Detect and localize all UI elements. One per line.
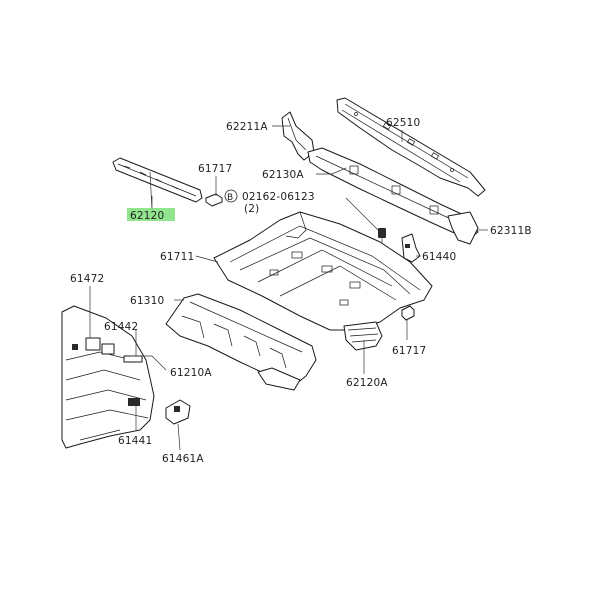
- label-61442[interactable]: 61442: [104, 321, 138, 333]
- label-62120[interactable]: 62120: [130, 210, 164, 222]
- cross-member-62130A[interactable]: [307, 147, 479, 245]
- plug-61717-bottom[interactable]: [401, 305, 415, 321]
- label-bolt-qty: (2): [244, 203, 259, 215]
- label-highlight-62120: [127, 208, 175, 221]
- label-61717-bottom[interactable]: 61717: [392, 345, 426, 357]
- label-62211A[interactable]: 62211A: [226, 121, 268, 133]
- label-61472[interactable]: 61472: [70, 273, 104, 285]
- label-62120A[interactable]: 62120A: [346, 377, 388, 389]
- cross-member-61310[interactable]: [165, 293, 317, 391]
- callout-labels: 62211A 62510 61717 62130A B 02162-06123 …: [70, 117, 532, 465]
- label-62130A[interactable]: 62130A: [262, 169, 304, 181]
- bolt-marker-letter: B: [227, 193, 233, 203]
- bracket-61440[interactable]: [401, 233, 421, 263]
- left-floor-assembly[interactable]: [61, 305, 155, 449]
- leader-lines: [89, 125, 488, 451]
- label-61440[interactable]: 61440: [422, 251, 456, 263]
- label-61461A[interactable]: 61461A: [162, 453, 204, 465]
- label-bolt-code[interactable]: 02162-06123: [242, 191, 315, 203]
- label-61310[interactable]: 61310: [130, 295, 164, 307]
- bolt-marker-circle: [224, 189, 238, 203]
- floor-panel-61711[interactable]: [213, 211, 433, 331]
- label-62510[interactable]: 62510: [386, 117, 420, 129]
- rear-panel-62510[interactable]: [336, 97, 486, 197]
- reinforcement-62120A[interactable]: [343, 321, 383, 351]
- plug-61717-top[interactable]: [205, 193, 223, 207]
- clip-61461A[interactable]: [165, 399, 191, 425]
- member-62120[interactable]: [112, 157, 203, 203]
- label-61210A[interactable]: 61210A: [170, 367, 212, 379]
- label-61717-top[interactable]: 61717: [198, 163, 232, 175]
- label-62311B[interactable]: 62311B: [490, 225, 532, 237]
- label-61711[interactable]: 61711: [160, 251, 194, 263]
- label-61441[interactable]: 61441: [118, 435, 152, 447]
